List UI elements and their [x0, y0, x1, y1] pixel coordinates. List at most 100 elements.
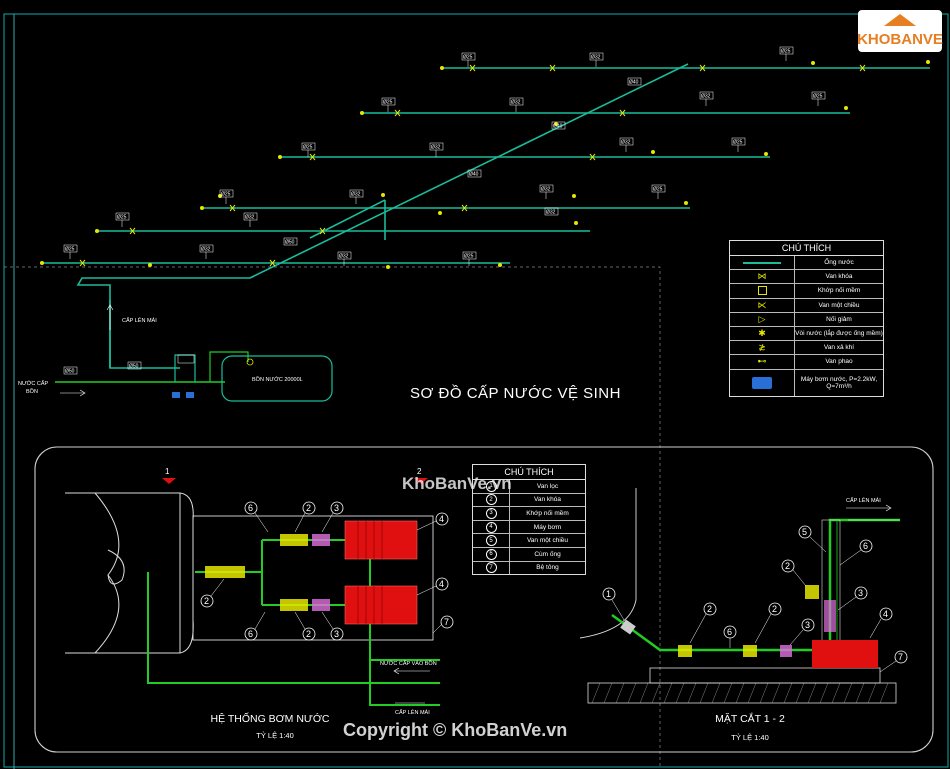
pipe-joint-icon — [757, 286, 767, 296]
tank-outline — [65, 492, 194, 654]
pump-detail-frame — [34, 446, 934, 753]
pipe-line-icon — [743, 261, 781, 264]
tank-supply-area: BỒN NƯỚC 20000L CẤP LÊN MÁI NƯỚC CẤP BỒN — [18, 304, 333, 402]
svg-text:Ø25: Ø25 — [781, 49, 791, 55]
svg-text:3: 3 — [334, 629, 339, 639]
plan-callouts: 6 2 3 4 4 7 2 6 2 3 — [200, 501, 454, 641]
section-marks: 1 2 — [162, 467, 428, 484]
svg-text:Ø25: Ø25 — [464, 254, 474, 260]
tank-label: BỒN NƯỚC 20000L — [252, 376, 303, 383]
site-logo[interactable]: KHOBANVE — [857, 10, 943, 52]
svg-text:Ø32: Ø32 — [339, 254, 349, 260]
svg-text:6: 6 — [727, 627, 732, 637]
svg-text:Ø32: Ø32 — [701, 94, 711, 100]
check-valve-icon: ⋉ — [757, 299, 767, 310]
svg-text:Ø25: Ø25 — [653, 187, 663, 193]
svg-text:3: 3 — [805, 620, 810, 630]
legend-title: CHÚ THÍCH — [473, 465, 585, 480]
plan-valves — [205, 534, 330, 611]
pump-motor-1 — [344, 520, 418, 560]
svg-text:5: 5 — [802, 527, 807, 537]
svg-text:Ø40: Ø40 — [629, 80, 639, 86]
drawing-frame — [3, 13, 949, 768]
svg-text:Ø32: Ø32 — [591, 55, 601, 61]
svg-text:6: 6 — [248, 503, 253, 513]
arrow-right-icon — [885, 504, 892, 512]
legend-row: ≵Van xả khí — [730, 341, 883, 356]
svg-text:Ø32: Ø32 — [541, 187, 551, 193]
svg-text:2: 2 — [707, 604, 712, 614]
faucet-icon: ✱ — [758, 328, 766, 339]
water-in-label-1: NƯỚC CẤP — [18, 380, 49, 387]
svg-text:CẤP LÊN MÁI: CẤP LÊN MÁI — [846, 496, 881, 504]
svg-text:2: 2 — [306, 629, 311, 639]
pump-icon — [172, 392, 180, 398]
isometric-pipe-network — [40, 63, 930, 369]
svg-text:Ø32: Ø32 — [201, 247, 211, 253]
watermark-copyright: Copyright © KhoBanVe.vn — [343, 720, 568, 740]
svg-text:3: 3 — [858, 588, 863, 598]
svg-text:2: 2 — [772, 604, 777, 614]
pump-motor-2 — [344, 585, 418, 625]
svg-text:Ø25: Ø25 — [813, 94, 823, 100]
svg-text:Ø40: Ø40 — [469, 172, 479, 178]
svg-text:2: 2 — [306, 503, 311, 513]
legend-row: Máy bơm nước, P=2.2kW, Q=7m³/h — [730, 369, 883, 396]
shutoff-valve-icon: ⋈ — [757, 271, 767, 282]
logo-text: KHOBANVE — [857, 31, 943, 48]
svg-text:4: 4 — [883, 609, 888, 619]
svg-text:Ø50: Ø50 — [129, 364, 139, 370]
arrow-up-icon — [106, 304, 114, 311]
legend-row: Khớp nối mềm — [730, 284, 883, 299]
schematic-title: SƠ ĐỒ CẤP NƯỚC VỆ SINH — [410, 385, 621, 402]
svg-text:6: 6 — [248, 629, 253, 639]
svg-text:NƯỚC CẤP VÀO BỒN: NƯỚC CẤP VÀO BỒN — [380, 660, 437, 667]
pump-plan-scale: TỶ LỆ 1:40 — [256, 731, 294, 740]
pump-icon — [186, 392, 194, 398]
water-tank — [221, 355, 333, 402]
fixture-dots — [40, 60, 930, 269]
svg-text:Ø25: Ø25 — [221, 192, 231, 198]
section-view: CẤP LÊN MÁI — [579, 488, 900, 704]
branch-valves — [79, 64, 866, 267]
plan-flow-labels: NƯỚC CẤP VÀO BỒN CẤP LÊN MÁI — [380, 660, 437, 716]
up-roof-label: CẤP LÊN MÁI — [122, 316, 157, 324]
svg-text:Ø25: Ø25 — [65, 247, 75, 253]
viewport-boundary — [4, 266, 661, 445]
section-title: MẶT CẮT 1 - 2 — [715, 713, 785, 725]
svg-text:2: 2 — [417, 467, 422, 476]
svg-text:1: 1 — [606, 589, 611, 599]
svg-text:Ø50: Ø50 — [65, 369, 75, 375]
svg-text:Ø25: Ø25 — [463, 55, 473, 61]
arrow-right-icon — [79, 389, 86, 397]
legend-row: ⊷Van phao — [730, 355, 883, 370]
svg-text:Ø32: Ø32 — [245, 215, 255, 221]
air-valve-icon: ≵ — [758, 342, 766, 353]
svg-text:Ø32: Ø32 — [511, 100, 521, 106]
svg-text:7: 7 — [898, 652, 903, 662]
svg-text:Ø25: Ø25 — [733, 140, 743, 146]
svg-text:Ø32: Ø32 — [621, 140, 631, 146]
pump-icon — [752, 376, 772, 389]
section-scale: TỶ LỆ 1:40 — [731, 733, 769, 742]
legend-row: ✱Vòi nước (lắp được ống mềm) — [730, 326, 883, 342]
section-callouts: 1 2 2 6 3 5 6 2 3 4 7 — [602, 525, 908, 673]
legend-row: ▷Nối giảm — [730, 312, 883, 327]
svg-text:2: 2 — [204, 596, 209, 606]
svg-text:Ø25: Ø25 — [303, 145, 313, 151]
svg-text:CẤP LÊN MÁI: CẤP LÊN MÁI — [395, 708, 430, 716]
legend-row: ⋉Van một chiều — [730, 298, 883, 313]
float-valve-icon — [246, 358, 254, 366]
legend-title: CHÚ THÍCH — [730, 241, 883, 256]
svg-text:7: 7 — [444, 617, 449, 627]
diameter-tags: Ø25 Ø32 Ø25 Ø40 Ø25 Ø32 Ø32 Ø25 Ø40 Ø25 … — [63, 46, 826, 375]
svg-text:4: 4 — [439, 579, 444, 589]
svg-text:Ø25: Ø25 — [383, 100, 393, 106]
svg-text:6: 6 — [863, 541, 868, 551]
